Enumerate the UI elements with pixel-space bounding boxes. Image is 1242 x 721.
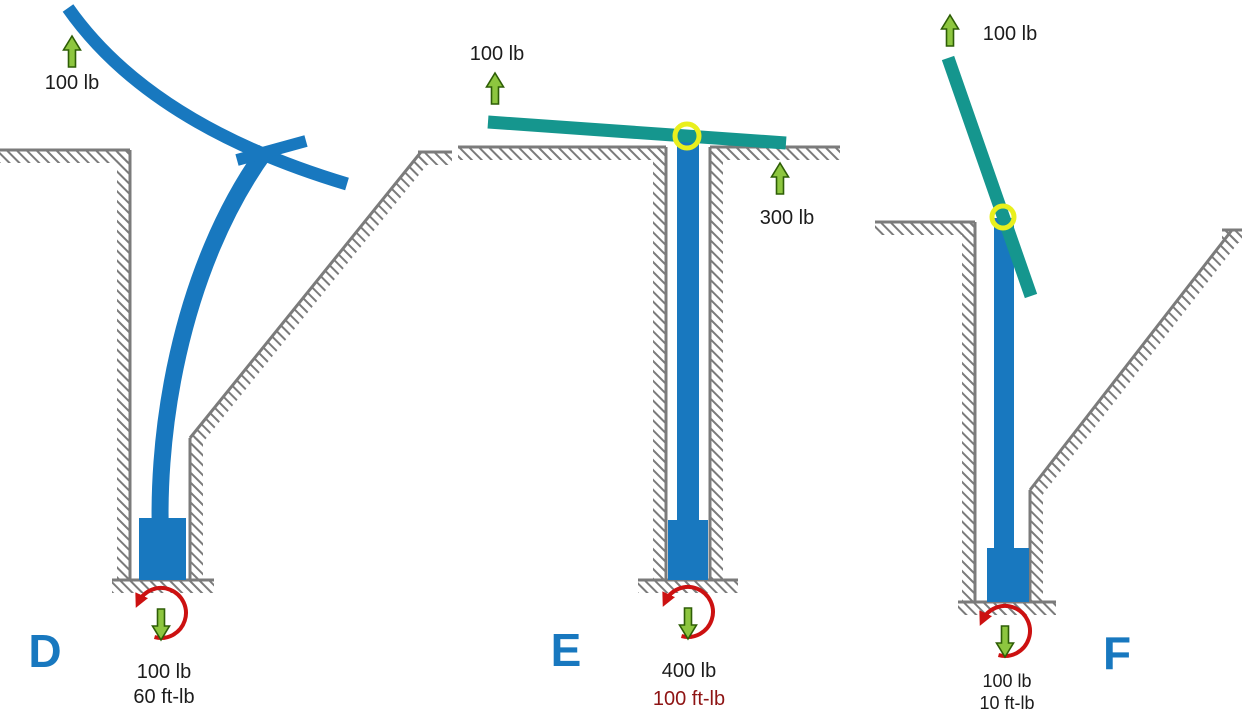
crossbar-member	[235, 135, 308, 166]
applied-force-up-arrow-icon	[62, 35, 82, 68]
incline-surface	[1028, 229, 1234, 491]
vertical-pole-member	[994, 218, 1014, 550]
slot-right-wall-hatch	[190, 438, 203, 580]
diagonal-link-member	[941, 55, 1038, 299]
panel-e: 100 lb 300 lb 400 lb 100 ft-lb E	[458, 43, 840, 710]
slot-left-wall-hatch	[962, 222, 975, 602]
ground-left-hatch	[875, 222, 975, 235]
pole-base-block	[668, 520, 708, 580]
applied-force-left-up-arrow-icon	[485, 72, 505, 105]
applied-force-right-label: 300 lb	[760, 207, 815, 229]
incline-hatch	[190, 152, 431, 446]
applied-force-label: 100 lb	[45, 72, 100, 94]
incline-hatch	[1030, 230, 1242, 498]
base-moment-label: 10 ft-lb	[979, 693, 1034, 713]
base-moment-label: 100 ft-lb	[653, 688, 725, 710]
applied-force-left-label: 100 lb	[470, 43, 525, 65]
applied-force-label: 100 lb	[983, 23, 1038, 45]
upper-right-ground-hatch	[418, 152, 452, 165]
curved-arm-member	[62, 4, 349, 191]
incline-surface	[188, 151, 423, 439]
vertical-pole-member	[677, 130, 699, 522]
pin-joint-icon	[989, 203, 1017, 231]
horizontal-link-member	[487, 115, 787, 150]
ground-hatch	[0, 150, 130, 163]
base-force-down-arrow-icon	[995, 625, 1015, 658]
applied-force-right-up-arrow-icon	[770, 162, 790, 195]
base-moment-label: 60 ft-lb	[133, 686, 194, 708]
base-force-label: 400 lb	[662, 660, 717, 682]
panel-letter-d: D	[28, 625, 61, 677]
pole-base-block	[139, 518, 186, 580]
applied-force-up-arrow-icon	[940, 14, 960, 47]
ground-right-hatch	[710, 147, 840, 160]
panel-letter-e: E	[551, 624, 582, 676]
upper-right-ground-hatch	[1222, 230, 1242, 243]
slot-right-wall-hatch	[710, 147, 723, 580]
panel-d: 100 lb 100 lb 60 ft-lb D	[0, 4, 452, 708]
panel-f: 100 lb 100 lb 10 ft-lb F	[875, 14, 1242, 713]
bent-pole-member	[151, 144, 273, 563]
pole-base-block	[987, 548, 1029, 602]
base-ground-hatch	[958, 602, 1056, 615]
pin-joint-icon	[672, 121, 702, 151]
panel-letter-f: F	[1103, 627, 1131, 679]
slot-right-wall-hatch	[1030, 490, 1043, 602]
slot-left-wall-hatch	[117, 150, 130, 580]
slot-left-wall-hatch	[653, 147, 666, 580]
base-force-label: 100 lb	[137, 661, 192, 683]
base-force-label: 100 lb	[982, 671, 1031, 691]
ground-left-hatch	[458, 147, 666, 160]
